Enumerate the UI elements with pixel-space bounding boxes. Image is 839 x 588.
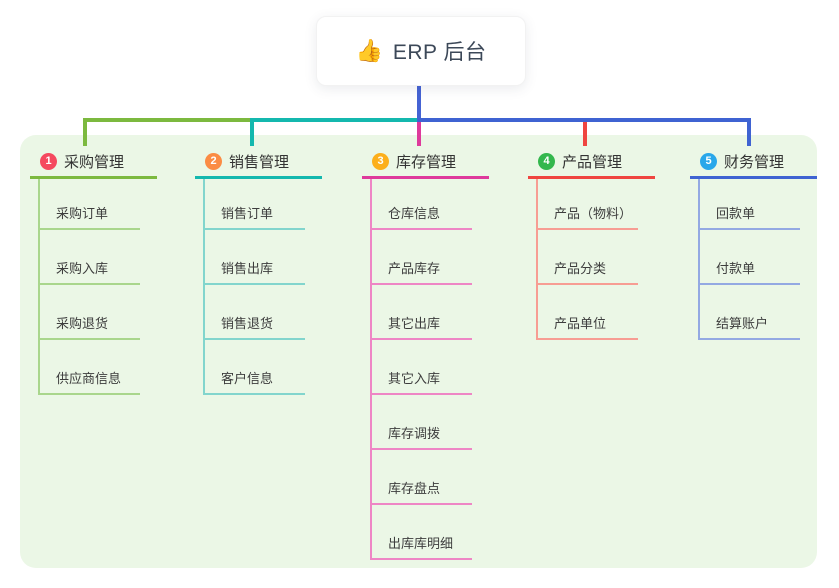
child-node[interactable]: 产品单位 [536, 305, 638, 340]
child-node-label: 采购退货 [56, 316, 109, 331]
connector-line [250, 118, 417, 122]
child-node[interactable]: 其它入库 [370, 360, 472, 395]
child-node[interactable]: 结算账户 [698, 305, 800, 340]
connector-line [417, 118, 751, 122]
child-node-label: 采购入库 [56, 261, 109, 276]
branch-node[interactable]: 3 库存管理 [362, 146, 489, 179]
child-node-label: 仓库信息 [388, 206, 441, 221]
child-node[interactable]: 销售退货 [203, 305, 305, 340]
child-node[interactable]: 供应商信息 [38, 360, 140, 395]
branch-node[interactable]: 2 销售管理 [195, 146, 322, 179]
child-node-label: 付款单 [716, 261, 756, 276]
child-node-label: 回款单 [716, 206, 756, 221]
child-node[interactable]: 销售订单 [203, 195, 305, 230]
child-node-label: 销售退货 [221, 316, 274, 331]
child-node[interactable]: 付款单 [698, 250, 800, 285]
child-node-label: 产品库存 [388, 261, 441, 276]
child-node[interactable]: 产品（物料） [536, 195, 638, 230]
connector-line [38, 179, 40, 395]
connector-line [747, 122, 751, 146]
branch-number-badge: 3 [372, 152, 389, 170]
child-node[interactable]: 采购入库 [38, 250, 140, 285]
child-node-label: 客户信息 [221, 371, 274, 386]
child-node[interactable]: 仓库信息 [370, 195, 472, 230]
child-node-label: 销售订单 [221, 206, 274, 221]
root-node-label: ERP 后台 [392, 41, 487, 64]
child-node-label: 其它出库 [388, 316, 441, 331]
child-node[interactable]: 销售出库 [203, 250, 305, 285]
connector-line [583, 122, 587, 146]
connector-line [536, 179, 538, 340]
child-node[interactable]: 回款单 [698, 195, 800, 230]
child-node-label: 其它入库 [388, 371, 441, 386]
connector-line [417, 84, 421, 122]
branch-number-badge: 4 [538, 152, 555, 170]
child-node-label: 库存盘点 [388, 481, 441, 496]
child-node[interactable]: 采购订单 [38, 195, 140, 230]
child-node-label: 采购订单 [56, 206, 109, 221]
branch-node-label: 库存管理 [396, 153, 457, 171]
child-node[interactable]: 库存盘点 [370, 470, 472, 505]
root-node[interactable]: 👍 ERP 后台 [316, 16, 526, 86]
branch-node[interactable]: 5 财务管理 [690, 146, 817, 179]
connector-line [250, 122, 254, 146]
child-node-label: 产品分类 [554, 261, 607, 276]
branch-node[interactable]: 1 采购管理 [30, 146, 157, 179]
child-node[interactable]: 客户信息 [203, 360, 305, 395]
child-node[interactable]: 产品库存 [370, 250, 472, 285]
child-node-label: 产品（物料） [554, 206, 633, 221]
child-node-label: 出库库明细 [388, 536, 454, 551]
connector-line [698, 179, 700, 340]
child-node[interactable]: 采购退货 [38, 305, 140, 340]
branch-number-badge: 1 [40, 152, 57, 170]
branch-node-label: 产品管理 [562, 153, 623, 171]
connector-line [83, 118, 250, 122]
child-node-label: 销售出库 [221, 261, 274, 276]
branch-node-label: 销售管理 [229, 153, 290, 171]
child-node-label: 库存调拨 [388, 426, 441, 441]
connector-line [417, 122, 421, 146]
child-node[interactable]: 其它出库 [370, 305, 472, 340]
branch-number-badge: 5 [700, 152, 717, 170]
child-node-label: 结算账户 [716, 316, 769, 331]
child-node[interactable]: 库存调拨 [370, 415, 472, 450]
child-node[interactable]: 出库库明细 [370, 525, 472, 560]
branch-node[interactable]: 4 产品管理 [528, 146, 655, 179]
branch-node-label: 采购管理 [64, 153, 125, 171]
branch-number-badge: 2 [205, 152, 222, 170]
child-node-label: 产品单位 [554, 316, 607, 331]
thumbs-up-icon: 👍 [355, 38, 383, 63]
child-node-label: 供应商信息 [56, 371, 122, 386]
mindmap-panel [20, 135, 817, 568]
connector-line [370, 179, 372, 560]
connector-line [203, 179, 205, 395]
connector-line [83, 122, 87, 146]
branch-node-label: 财务管理 [724, 153, 785, 171]
child-node[interactable]: 产品分类 [536, 250, 638, 285]
